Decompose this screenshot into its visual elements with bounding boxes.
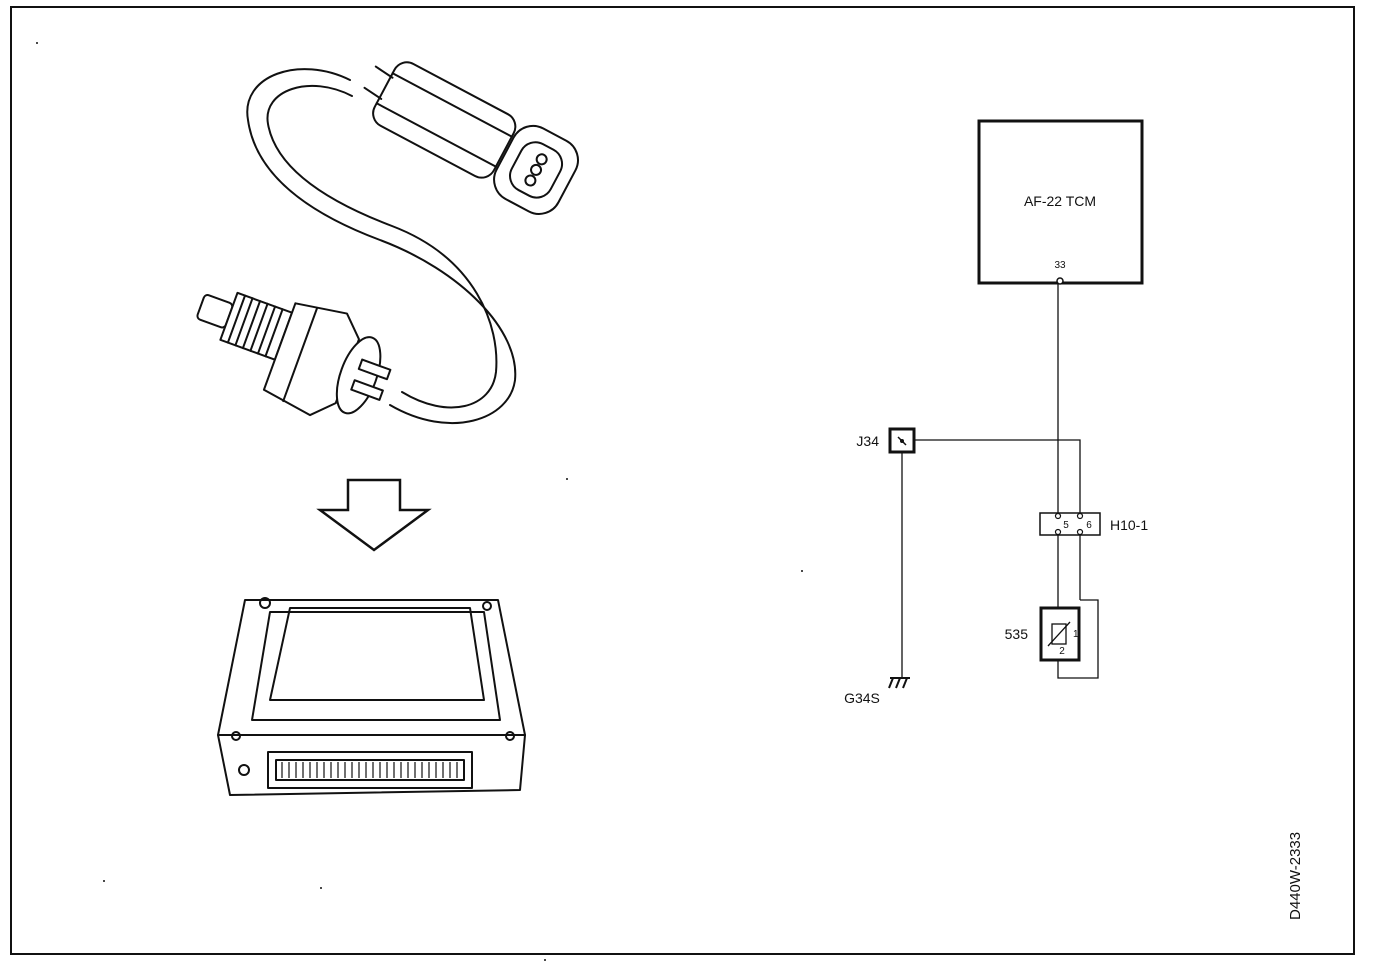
tcm-box: [977, 119, 1144, 285]
ground-icon: [888, 677, 910, 689]
sensor-body: [196, 291, 392, 417]
connector-plug: [363, 61, 579, 215]
tcm-pin-terminal: [1056, 277, 1064, 285]
h10-connector-box: [1039, 512, 1101, 536]
page-border: [10, 6, 1355, 955]
figure-id: D440W-2333: [1287, 832, 1304, 920]
sensor-pin-1: 1: [1073, 629, 1079, 640]
down-arrow-icon: [316, 478, 432, 552]
temperature-sensor-illustration: [196, 61, 579, 425]
j34-label: J34: [856, 433, 879, 449]
h10-pin-5: 5: [1063, 520, 1069, 531]
sensor-pin-2: 2: [1059, 646, 1065, 657]
ground-label: G34S: [844, 690, 880, 706]
wiring-schematic: AF-22 TCM 33 J34 G34S 5 6: [844, 119, 1148, 706]
sensor-535-label: 535: [1005, 626, 1029, 642]
h10-pin-6: 6: [1086, 520, 1092, 531]
sensor-535-box: [1039, 606, 1081, 662]
thermistor-icon: [1051, 623, 1067, 645]
tcm-pin-label: 33: [1054, 260, 1066, 271]
scan-specks: [36, 42, 803, 961]
wire-j34-to-h10: [915, 439, 1081, 515]
h10-label: H10-1: [1110, 517, 1148, 533]
sensor-cable-inner: [266, 84, 498, 409]
tcm-label: AF-22 TCM: [1024, 193, 1096, 209]
sensor-cable-outer: [246, 68, 517, 425]
control-module-illustration: [217, 597, 526, 796]
